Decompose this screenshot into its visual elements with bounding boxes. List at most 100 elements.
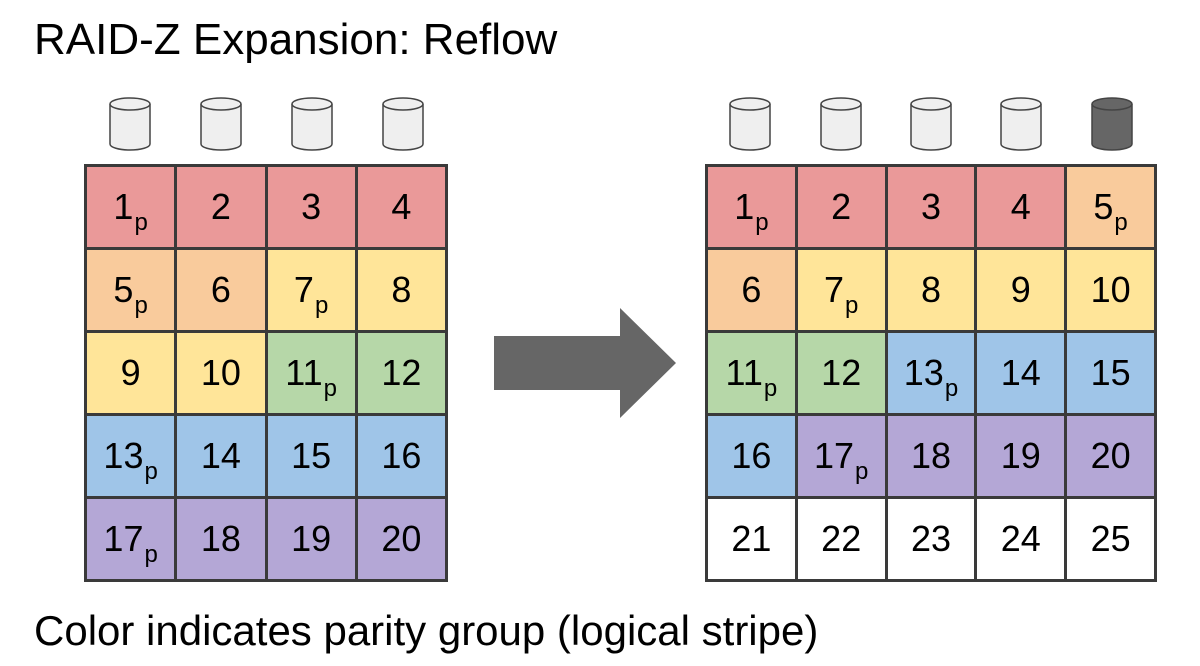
disk-icon — [819, 97, 862, 151]
stripe-block: 20 — [1067, 416, 1154, 496]
parity-marker: p — [755, 209, 769, 236]
disk-icon — [290, 97, 333, 151]
stripe-block: 24 — [977, 499, 1065, 579]
block-number: 5 — [113, 269, 134, 310]
parity-marker: p — [314, 292, 329, 319]
stripe-block: 25 — [1067, 499, 1154, 579]
stripe-block: 18 — [177, 499, 265, 579]
block-number: 10 — [1090, 269, 1131, 310]
block-number: 15 — [291, 435, 332, 476]
stripe-block: 21 — [708, 499, 795, 579]
disk-icon — [910, 97, 952, 151]
stripe-block: 18 — [887, 416, 975, 496]
block-number: 19 — [1000, 435, 1041, 476]
block-number: 19 — [291, 518, 332, 559]
block-number: 4 — [1010, 186, 1031, 227]
block-number: 13 — [903, 352, 944, 393]
block-number: 11 — [725, 352, 763, 393]
stripe-block: 4 — [357, 167, 445, 247]
stripe-block: 9 — [977, 250, 1065, 330]
parity-marker: p — [134, 209, 148, 236]
parity-marker: p — [1114, 209, 1128, 236]
block-number: 2 — [210, 186, 231, 227]
disk-icon — [729, 97, 771, 151]
parity-marker: p — [944, 375, 959, 402]
reflow-arrow-icon — [494, 308, 676, 418]
block-number: 5 — [1093, 186, 1114, 227]
block-number: 23 — [910, 518, 952, 559]
stripe-block: 19 — [977, 416, 1065, 496]
block-number: 13 — [103, 435, 144, 476]
disk-icon — [1000, 97, 1043, 151]
block-number: 1 — [113, 186, 134, 227]
stripe-block: 3 — [887, 167, 975, 247]
stripe-block: 14 — [977, 333, 1065, 413]
stripe-block: 6 — [708, 250, 795, 330]
stripe-block: 22 — [797, 499, 885, 579]
parity-marker: p — [845, 292, 859, 319]
block-number: 22 — [821, 518, 862, 559]
block-number: 6 — [741, 269, 762, 310]
stripe-block: 3 — [267, 167, 355, 247]
stripe-block: 16 — [708, 416, 795, 496]
stripe-block: 2 — [797, 167, 885, 247]
block-number: 20 — [381, 518, 422, 559]
block-number: 7 — [824, 269, 845, 310]
block-number: 14 — [200, 435, 241, 476]
block-number: 6 — [210, 269, 231, 310]
block-number: 18 — [200, 518, 241, 559]
parity-marker: p — [763, 375, 778, 402]
new-disk-icon — [1091, 97, 1133, 151]
block-number: 16 — [381, 435, 422, 476]
stripe-block: 4 — [977, 167, 1065, 247]
stripe-block: 8 — [357, 250, 445, 330]
block-number: 1 — [734, 186, 755, 227]
block-number: 25 — [1090, 518, 1131, 559]
diagram-title: RAID-Z Expansion: Reflow — [34, 15, 558, 64]
block-number: 15 — [1090, 352, 1131, 393]
block-number: 21 — [731, 518, 772, 559]
block-number: 2 — [831, 186, 852, 227]
stripe-block: 10 — [177, 333, 265, 413]
disk-icon — [108, 97, 151, 151]
stripe-block: 14 — [177, 416, 265, 496]
block-number: 9 — [120, 352, 141, 393]
parity-marker: p — [855, 458, 869, 485]
block-number: 3 — [301, 186, 322, 227]
block-number: 4 — [391, 186, 412, 227]
parity-marker: p — [323, 375, 337, 402]
diagram-caption: Color indicates parity group (logical st… — [34, 607, 819, 654]
block-number: 3 — [920, 186, 941, 227]
stripe-block: 2 — [177, 167, 265, 247]
block-number: 18 — [910, 435, 952, 476]
parity-marker: p — [134, 292, 148, 319]
stripe-block: 23 — [887, 499, 975, 579]
stripe-block: 9 — [87, 333, 175, 413]
disk-icon — [381, 97, 424, 151]
stripe-block: 12 — [357, 333, 445, 413]
parity-marker: p — [144, 458, 158, 485]
block-number: 7 — [293, 269, 314, 310]
parity-marker: p — [144, 541, 158, 568]
block-number: 9 — [1010, 269, 1031, 310]
block-number: 10 — [200, 352, 241, 393]
stripe-block: 12 — [797, 333, 885, 413]
stripe-block: 15 — [1067, 333, 1154, 413]
block-number: 16 — [731, 435, 772, 476]
block-number: 17 — [813, 435, 855, 476]
stripe-block: 20 — [357, 499, 445, 579]
stripe-block: 16 — [357, 416, 445, 496]
